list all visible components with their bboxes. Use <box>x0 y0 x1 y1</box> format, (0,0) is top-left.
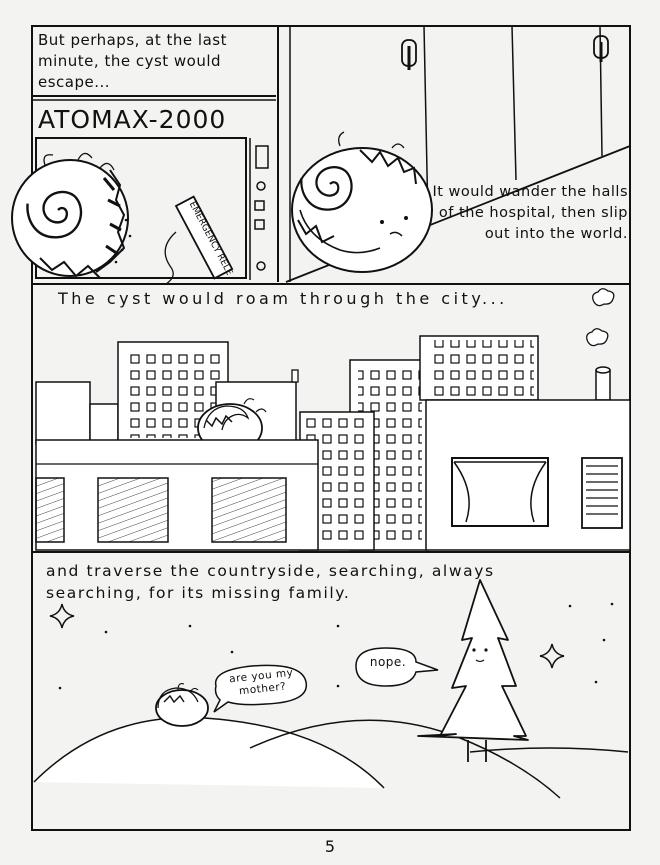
tree-speech-text: nope. <box>369 655 407 669</box>
emergency-lever: EMERGENCY RELE <box>174 195 234 280</box>
escape-caption: But perhaps, at the last minute, the cys… <box>38 31 227 91</box>
panel-escape: EMERGENCY RELE <box>11 26 279 285</box>
panel-countryside <box>33 579 629 799</box>
page-number: 5 <box>325 837 335 856</box>
city-caption: The cyst would roam through the city... <box>58 289 508 308</box>
panel-city <box>35 288 631 551</box>
vent <box>581 457 623 529</box>
tree-speech-bubble <box>355 647 439 687</box>
panel-hospital <box>285 25 631 283</box>
cyst-speech-bubble <box>213 664 307 713</box>
cloud-icon <box>586 328 609 347</box>
door-handle-icon <box>401 39 417 70</box>
control-slot <box>255 145 269 169</box>
tree-icon <box>417 579 529 762</box>
cyst-icon <box>155 683 209 727</box>
hospital-caption: It would wander the halls of the hospita… <box>432 184 628 242</box>
cloud-icon <box>592 288 615 307</box>
cyst-icon <box>11 152 132 279</box>
sparkle-icon <box>539 643 565 669</box>
cyst-icon <box>291 131 433 273</box>
machine-label: ATOMAX-2000 <box>38 105 227 134</box>
curtained-window <box>451 457 549 527</box>
door-handle-icon <box>593 35 609 62</box>
countryside-caption: and traverse the countryside, searching,… <box>46 562 495 602</box>
chimney-icon <box>595 366 611 401</box>
sparkle-icon <box>49 603 75 629</box>
